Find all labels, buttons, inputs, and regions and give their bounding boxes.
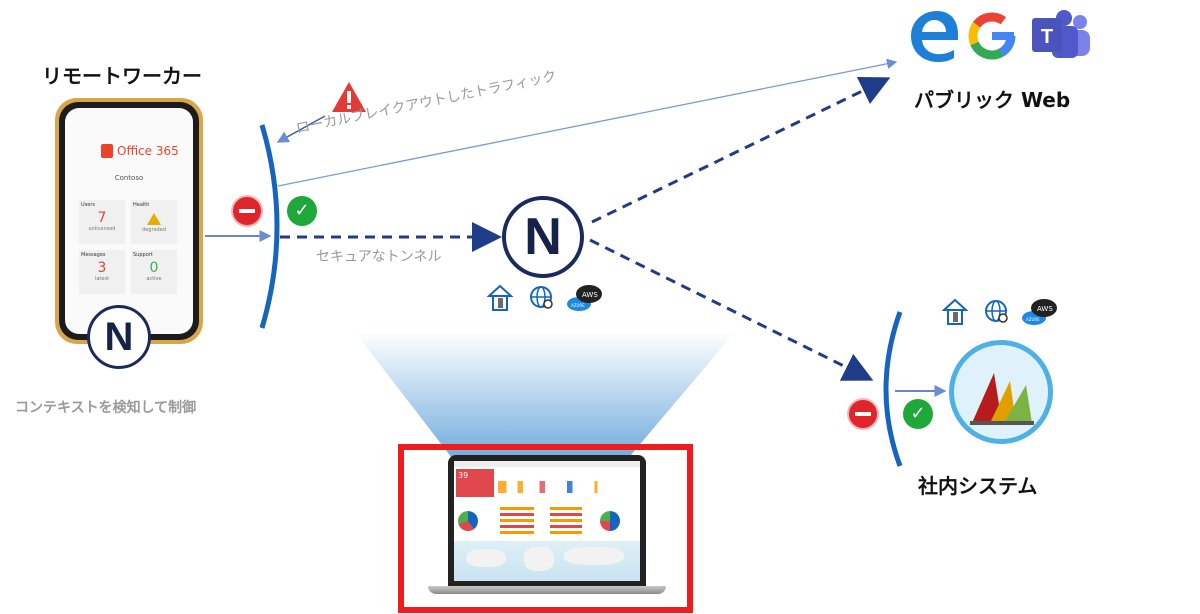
cloud-to-internal-arrow	[589, 238, 874, 381]
svg-text:AZURE: AZURE	[571, 303, 585, 308]
tile-support-label: Support	[133, 252, 153, 258]
bar-widget-1	[500, 507, 534, 535]
tile-support-sub: active	[146, 276, 162, 282]
pie-widget-2	[600, 511, 620, 531]
context-detect-label: コンテキストを検知して制御	[15, 400, 197, 416]
svg-text:T: T	[1041, 26, 1053, 48]
block-icon-right	[847, 398, 879, 430]
laptop-screen-frame: 39	[448, 455, 646, 587]
internal-service-icons: AWS AZURE	[941, 298, 1072, 332]
org-name: Contoso	[114, 174, 144, 182]
health-warning-icon	[147, 213, 161, 225]
home-server-icon	[486, 284, 514, 311]
tile-users-value: 7	[97, 210, 107, 226]
aws-azure-cloud-icon: AWS AZURE	[567, 285, 602, 311]
local-breakout-arrow	[277, 58, 898, 187]
svg-text:AWS: AWS	[582, 291, 598, 299]
tile-users[interactable]: Users 7 unlicensed	[79, 200, 125, 244]
dashboard-highlight-box	[398, 444, 693, 613]
phone-netskope-n-logo: N	[87, 305, 151, 369]
warning-arrow	[276, 115, 326, 143]
world-map-widget	[454, 541, 640, 581]
tile-users-label: Users	[81, 202, 96, 208]
secure-tunnel-label: セキュアなトンネル	[316, 249, 442, 265]
dashboard-screen: 39	[454, 461, 640, 581]
tile-support[interactable]: Support 0 active	[131, 250, 177, 294]
laptop-base	[428, 586, 666, 594]
tile-messages-sub: latest	[94, 276, 110, 282]
internal-system-label: 社内システム	[918, 474, 1038, 498]
block-icon-left	[231, 195, 263, 227]
tile-users-sub: unlicensed	[88, 226, 116, 232]
home-server-icon-internal	[941, 298, 969, 325]
public-web-label: パブリック Web	[914, 88, 1071, 112]
cloud-service-icons: AWS AZURE	[486, 284, 617, 318]
google-icon	[966, 10, 1018, 62]
cloud-to-public-web-arrow	[591, 76, 891, 224]
tile-messages[interactable]: Messages 3 latest	[79, 250, 125, 294]
tile-messages-label: Messages	[81, 252, 106, 258]
phone-screen: Office 365 Contoso Users 7 unlicensed He…	[65, 108, 193, 334]
svg-text:AWS: AWS	[1037, 305, 1053, 313]
warning-icon	[332, 82, 366, 112]
dynamics-icon	[949, 340, 1053, 444]
remote-worker-title: リモートワーカー	[42, 64, 202, 88]
edge-icon	[908, 10, 960, 62]
teams-icon: T	[1028, 10, 1092, 62]
tile-health-sub: degraded	[142, 227, 166, 233]
bar-widget-2	[550, 507, 582, 535]
right-gateway-bracket	[883, 311, 903, 467]
tile-messages-value: 3	[97, 260, 107, 276]
pie-widget-1	[458, 511, 478, 531]
netskope-n-logo: N	[502, 196, 584, 278]
left-gateway-bracket	[259, 124, 280, 329]
phone-frame: Office 365 Contoso Users 7 unlicensed He…	[55, 98, 203, 344]
dashboard-kpi-tile: 39	[456, 469, 494, 497]
check-icon-left: ✓	[287, 196, 317, 226]
projection-beam	[355, 332, 735, 462]
office-logo-icon	[101, 144, 113, 158]
web-search-icon-internal	[985, 300, 1008, 323]
aws-azure-cloud-icon-internal: AWS AZURE	[1022, 299, 1057, 325]
check-icon-right: ✓	[903, 399, 933, 429]
tile-health-label: Health	[133, 202, 150, 208]
tile-support-value: 0	[149, 260, 159, 276]
web-search-icon	[530, 286, 553, 309]
tile-health[interactable]: Health degraded	[131, 200, 177, 244]
svg-text:AZURE: AZURE	[1026, 317, 1040, 322]
office-app-title: Office 365	[117, 144, 179, 158]
